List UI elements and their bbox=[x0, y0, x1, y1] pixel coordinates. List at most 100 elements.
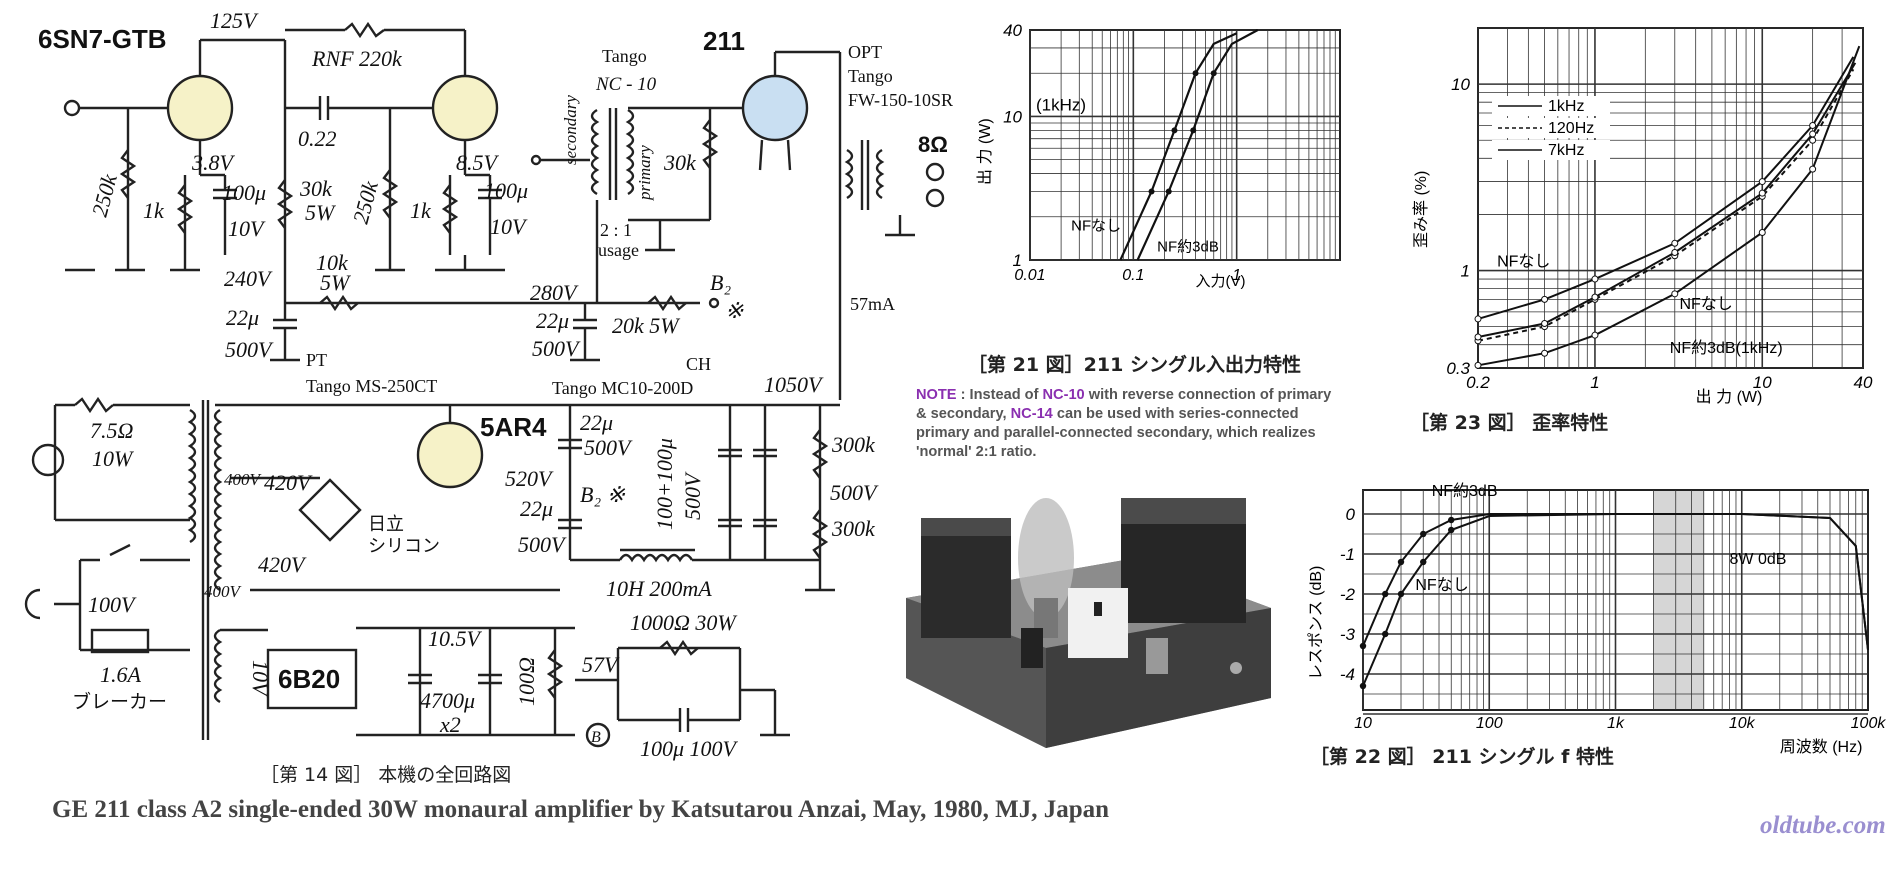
c23-curve-nf-none-7khz-point bbox=[1809, 130, 1817, 138]
c22-label-nf-none: NFなし bbox=[1415, 576, 1468, 594]
c23-curve-nf-3db-point bbox=[1541, 349, 1549, 357]
c23-curve-nf-none-1khz-point bbox=[1541, 295, 1549, 303]
v240: 240V bbox=[224, 266, 273, 291]
c22-xtick: 100 bbox=[1476, 715, 1503, 732]
amplifier-photo bbox=[896, 478, 1278, 758]
c21-xtick: 1 bbox=[1232, 267, 1241, 284]
v500-d: 500V bbox=[518, 532, 567, 557]
primary-label: primary bbox=[635, 145, 654, 201]
b-node: B bbox=[591, 729, 601, 746]
chart-22-caption: ［第 22 図］ 211 シングル f 特性 bbox=[1310, 746, 1615, 768]
v10-trans: 10V bbox=[248, 660, 273, 698]
r1000-30w: 1000Ω 30W bbox=[630, 610, 737, 635]
v3-8: 3.8V bbox=[191, 150, 236, 175]
c23-label-nf-3db: NF約3dB(1kHz) bbox=[1670, 339, 1783, 357]
c23-curve-nf-none-7khz-point bbox=[1671, 248, 1679, 256]
c21-xtick: 0.1 bbox=[1122, 267, 1144, 284]
c21-curve-nf-3db-point bbox=[1210, 70, 1217, 77]
c21-curve-nf-3db bbox=[1136, 29, 1259, 261]
v420-a: 420V bbox=[264, 470, 313, 495]
c23-curve-nf-3db-point bbox=[1591, 331, 1599, 339]
circuit-schematic: 6SN7-GTB 125V RNF 220k 211 Tango NC - 10… bbox=[24, 8, 953, 761]
v57: 57V bbox=[582, 652, 620, 677]
v10-a: 10V bbox=[228, 216, 266, 241]
r1k-b: 1k bbox=[410, 198, 432, 223]
v1050: 1050V bbox=[764, 372, 824, 397]
c22-xtick: 10 bbox=[1354, 715, 1372, 732]
c100u-100v: 100μ 100V bbox=[640, 736, 739, 761]
c4700u: 4700μ bbox=[420, 688, 475, 713]
v10-b: 10V bbox=[490, 214, 528, 239]
rnf-label: RNF 220k bbox=[311, 46, 403, 71]
c21-xlabel: 入力(V) bbox=[1196, 273, 1246, 290]
c21-curve-nf-none bbox=[1119, 32, 1238, 261]
c022-label: 0.22 bbox=[298, 126, 337, 151]
b2-mark: ※ bbox=[725, 298, 744, 323]
c22-curve-nf-3db-point bbox=[1420, 530, 1427, 538]
r1k-a: 1k bbox=[143, 198, 165, 223]
c21-curve-nf-none-point bbox=[1148, 188, 1155, 195]
regulator-6b20: 6B20 bbox=[278, 664, 340, 694]
ratio-label: 2 : 1 bbox=[600, 220, 632, 240]
schematic-caption: ［第 14 図］ 本機の全回路図 bbox=[260, 764, 512, 786]
v520: 520V bbox=[505, 466, 554, 491]
opt-model-label: FW-150-10SR bbox=[848, 90, 953, 110]
c23-xtick: 10 bbox=[1753, 373, 1772, 392]
c22-curve-nf-none bbox=[1362, 513, 1869, 687]
v420-b: 420V bbox=[258, 552, 307, 577]
speaker-8-ohm: 8Ω bbox=[918, 132, 948, 157]
note-nc14: NC-14 bbox=[1010, 406, 1053, 422]
r20k-5w: 20k 5W bbox=[612, 313, 680, 338]
usage-label: usage bbox=[598, 240, 639, 260]
c22-ytick: 0 bbox=[1346, 505, 1356, 524]
v10-5: 10.5V bbox=[428, 626, 483, 651]
r10k-watt: 5W bbox=[320, 270, 351, 295]
c22u-b: 22μ bbox=[536, 308, 569, 333]
v100-mains: 100V bbox=[88, 592, 137, 617]
footer-title: GE 211 class A2 single-ended 30W monaura… bbox=[52, 796, 1110, 823]
c23-curve-nf-none-120hz-point bbox=[1809, 136, 1817, 144]
r30k-watt: 5W bbox=[305, 200, 336, 225]
voltage-125v: 125V bbox=[210, 8, 259, 33]
c100-100u: 100+100μ bbox=[652, 438, 677, 530]
c23-frame bbox=[1477, 27, 1864, 369]
pt-label: PT bbox=[306, 350, 327, 370]
v500-b: 500V bbox=[532, 336, 581, 361]
c22-ylabel: レスポンス (dB) bbox=[1307, 566, 1325, 680]
c23-curve-nf-3db-point bbox=[1671, 290, 1679, 298]
r250k-b: 250k bbox=[348, 177, 384, 226]
c23-curve-nf-none-1khz-point bbox=[1474, 315, 1482, 323]
c23-label-nf-none-a: NFなし bbox=[1497, 253, 1550, 271]
opt-tango-label: Tango bbox=[848, 66, 893, 86]
c22-xtick: 100k bbox=[1851, 715, 1887, 732]
c21-ytick: 10 bbox=[1003, 107, 1022, 126]
b2-node: B₂ bbox=[710, 270, 731, 295]
site-watermark: oldtube.com bbox=[1760, 812, 1886, 839]
v8-5: 8.5V bbox=[456, 150, 500, 175]
chart-23-caption: ［第 23 図］ 歪率特性 bbox=[1410, 412, 1609, 434]
c21-ylabel: 出 力 (W) bbox=[976, 118, 994, 185]
c21-freq-label: (1kHz) bbox=[1036, 95, 1086, 114]
r7-5-watt: 10W bbox=[92, 446, 134, 471]
c21-curve-nf-none-point bbox=[1192, 70, 1199, 77]
pt-model: Tango MS-250CT bbox=[306, 376, 437, 396]
hitachi-label: 日立 bbox=[368, 514, 404, 535]
breaker-label: ブレーカー bbox=[72, 690, 167, 713]
c23-curve-nf-3db-point bbox=[1809, 165, 1817, 173]
c22-curve-nf-3db-point bbox=[1397, 558, 1405, 566]
c23-curve-nf-none-7khz-point bbox=[1591, 293, 1599, 301]
b2-node-ps: B₂ ※ bbox=[580, 482, 626, 507]
c21-curve-nf-3db-point bbox=[1190, 127, 1197, 134]
c22-curve-nf-none-point bbox=[1359, 682, 1367, 690]
c21-label-nf-3db: NF約3dB bbox=[1157, 238, 1219, 255]
r30k-5w: 30k bbox=[299, 176, 333, 201]
c23-ytick: 1 bbox=[1461, 262, 1470, 281]
silicon-label: シリコン bbox=[368, 536, 440, 557]
r250k-a: 250k bbox=[87, 170, 123, 219]
c23-curve-nf-3db bbox=[1477, 45, 1861, 367]
c22u-d: 22μ bbox=[520, 496, 553, 521]
c23-curve-nf-none-1khz-point bbox=[1671, 239, 1679, 247]
c23-legend-7khz-bg bbox=[1492, 140, 1610, 160]
